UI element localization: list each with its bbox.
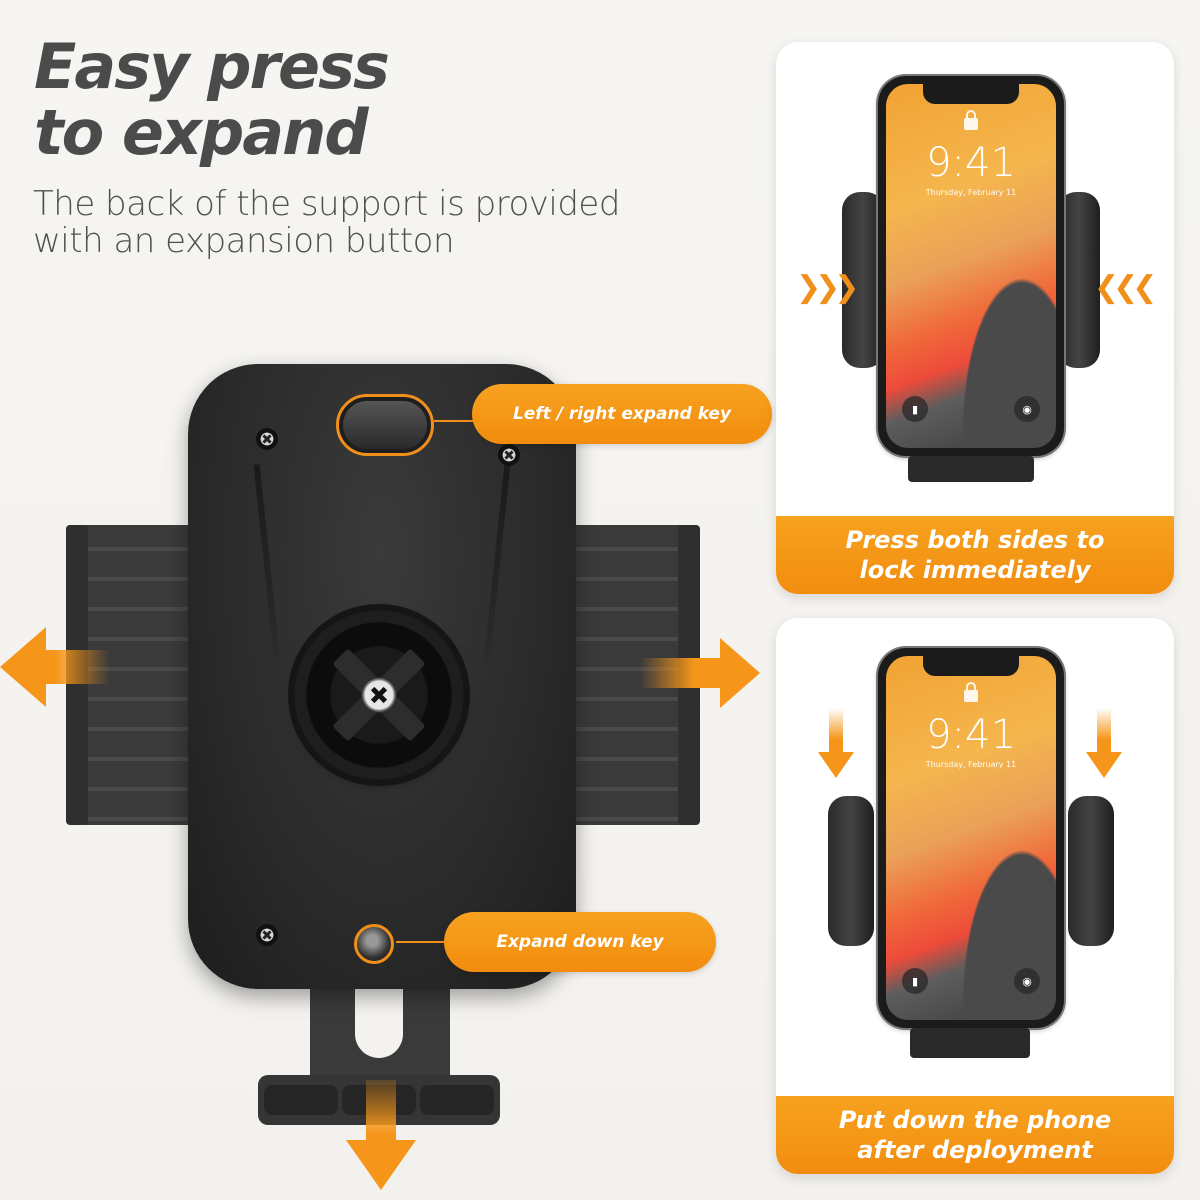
holder-base: [910, 1028, 1030, 1058]
camera-icon: ◉: [1014, 396, 1040, 422]
callout-connector: [396, 941, 448, 943]
card-visual: 9:41 Thursday, February 11 ▮ ◉ ❯❯❯ ❮❮❮: [776, 42, 1174, 520]
ball-mount: [294, 610, 464, 780]
screw-icon: [256, 428, 278, 450]
arrow-left-icon: [0, 627, 110, 707]
lock-icon: [964, 110, 978, 130]
phone-date: Thursday, February 11: [925, 760, 1017, 769]
phone-time: 9:41: [926, 712, 1016, 758]
expand-down-key[interactable]: [354, 924, 394, 964]
card-visual: 9:41 Thursday, February 11 ▮ ◉: [776, 618, 1174, 1096]
callout-connector: [434, 420, 476, 422]
holder-base: [908, 456, 1034, 482]
arrow-down-icon: [818, 708, 854, 778]
holder-stand: [310, 988, 450, 1088]
card-caption: Put down the phone after deployment: [776, 1096, 1174, 1174]
right-clamp: [1068, 796, 1114, 946]
holder-back-shell: [188, 364, 576, 989]
subheadline: The back of the support is provided with…: [33, 186, 620, 260]
flashlight-icon: ▮: [902, 968, 928, 994]
right-clamp: [1058, 192, 1100, 368]
arrow-down-icon: [1086, 708, 1122, 778]
right-grip-arm: [560, 525, 700, 825]
headline-line-2: to expand: [34, 96, 369, 169]
lock-icon: [964, 682, 978, 702]
callout-left-right-expand-key: Left / right expand key: [472, 384, 772, 444]
arrow-right-icon: [640, 638, 760, 708]
feature-card-lock: 9:41 Thursday, February 11 ▮ ◉ ❯❯❯ ❮❮❮ P…: [776, 42, 1174, 594]
left-right-expand-key[interactable]: [336, 394, 434, 456]
left-clamp: [828, 796, 874, 946]
subheadline-line-1: The back of the support is provided: [33, 184, 620, 224]
phone-image: 9:41 Thursday, February 11 ▮ ◉: [878, 76, 1064, 456]
phone-time: 9:41: [926, 140, 1016, 186]
phone-image: 9:41 Thursday, February 11 ▮ ◉: [878, 648, 1064, 1028]
arrow-down-icon: [346, 1080, 416, 1190]
headline-line-1: Easy press: [34, 30, 390, 103]
screw-icon: [256, 924, 278, 946]
subheadline-line-2: with an expansion button: [33, 221, 455, 261]
flashlight-icon: ▮: [902, 396, 928, 422]
camera-icon: ◉: [1014, 968, 1040, 994]
card-caption: Press both sides to lock immediately: [776, 516, 1174, 594]
phone-holder-illustration: [0, 360, 760, 1200]
headline: Easy press to expand: [34, 30, 390, 169]
chevrons-right-icon: ❯❯❯: [796, 270, 859, 305]
callout-expand-down-key: Expand down key: [444, 912, 716, 972]
screw-icon: [498, 444, 520, 466]
center-bolt-icon: [361, 677, 397, 713]
feature-card-deploy: 9:41 Thursday, February 11 ▮ ◉ Put down …: [776, 618, 1174, 1174]
left-clamp: [842, 192, 884, 368]
chevrons-left-icon: ❮❮❮: [1094, 270, 1157, 305]
phone-date: Thursday, February 11: [925, 188, 1017, 197]
